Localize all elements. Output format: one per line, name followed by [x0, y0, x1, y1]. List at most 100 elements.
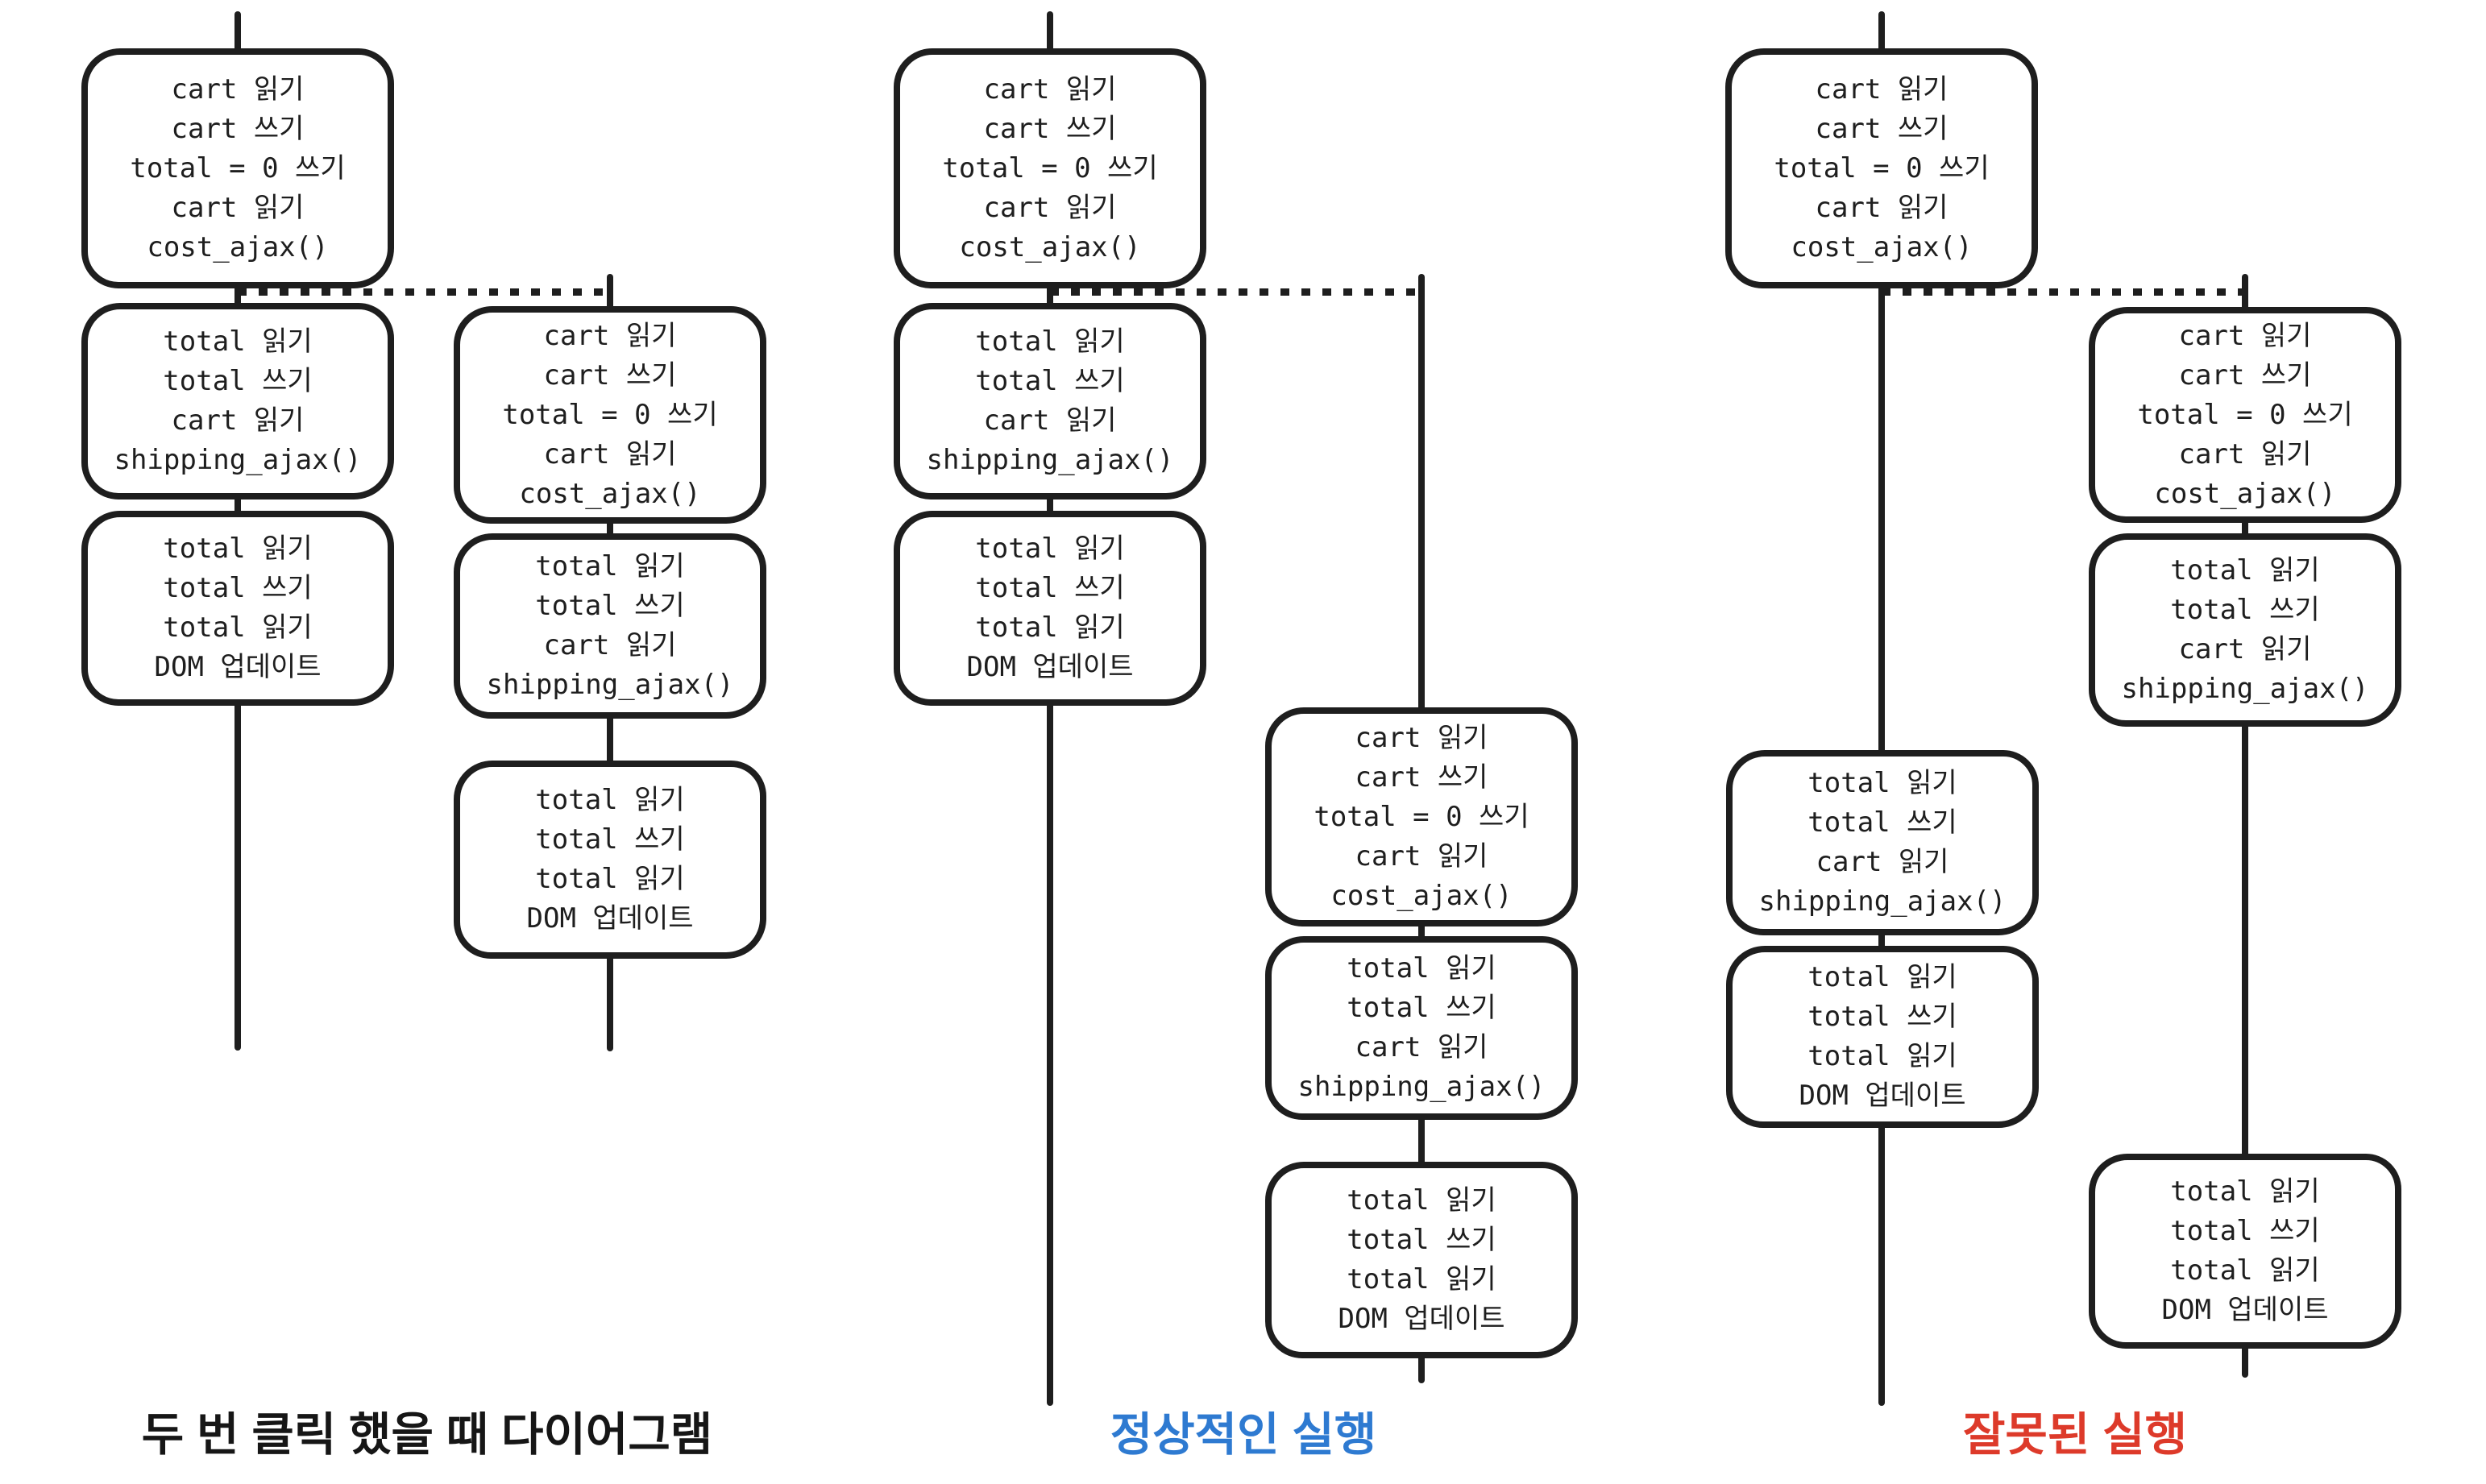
box-line: total 읽기 — [1807, 767, 1957, 799]
box-line: total 읽기 — [535, 550, 685, 582]
box-line: cost_ajax() — [1330, 879, 1513, 912]
box-line: total 쓰기 — [163, 572, 313, 604]
timeline-box: total 읽기 total 쓰기 total 읽기 DOM 업데이트 — [1726, 946, 2039, 1128]
timeline-line — [1047, 11, 1053, 1406]
box-line: cart 읽기 — [1355, 721, 1488, 754]
box-line: cart 쓰기 — [2178, 359, 2312, 392]
box-line: total = 0 쓰기 — [502, 398, 718, 431]
box-line: total = 0 쓰기 — [2137, 398, 2353, 431]
box-line: cart 읽기 — [171, 404, 305, 437]
timeline-box: total 읽기 total 쓰기 cart 읽기 shipping_ajax(… — [2089, 533, 2401, 727]
box-line: total 읽기 — [1347, 952, 1496, 984]
timeline-box: total 읽기 total 쓰기 cart 읽기 shipping_ajax(… — [1265, 936, 1578, 1120]
group-label: 두 번 클릭 했을 때 다이어그램 — [141, 1409, 713, 1461]
box-line: cart 읽기 — [1355, 839, 1488, 873]
box-line: cart 쓰기 — [1355, 761, 1488, 794]
box-line: cart 읽기 — [983, 404, 1117, 437]
timeline-box: total 읽기 total 쓰기 cart 읽기 shipping_ajax(… — [894, 303, 1206, 500]
box-line: cart 읽기 — [1816, 846, 1949, 878]
timeline-box: total 읽기 total 쓰기 cart 읽기 shipping_ajax(… — [1726, 750, 2039, 935]
timeline-box: total 읽기 total 쓰기 total 읽기 DOM 업데이트 — [894, 511, 1206, 706]
box-line: total 쓰기 — [163, 365, 313, 397]
box-line: total 쓰기 — [1347, 1224, 1496, 1256]
timeline-box: total 읽기 total 쓰기 total 읽기 DOM 업데이트 — [81, 511, 394, 706]
box-line: total 쓰기 — [1807, 806, 1957, 839]
timeline-box: total 읽기 total 쓰기 total 읽기 DOM 업데이트 — [2089, 1154, 2401, 1349]
box-line: DOM 업데이트 — [154, 651, 322, 683]
box-line: total 쓰기 — [1807, 1001, 1957, 1033]
box-line: shipping_ajax() — [1297, 1071, 1546, 1103]
box-line: total 읽기 — [2170, 1254, 2320, 1287]
box-line: cost_ajax() — [147, 230, 329, 263]
timeline-box: cart 읽기 cart 쓰기 total = 0 쓰기 cart 읽기 cos… — [894, 48, 1206, 288]
box-line: cost_ajax() — [1791, 230, 1973, 263]
box-line: cart 쓰기 — [983, 112, 1117, 145]
timeline-box: cart 읽기 cart 쓰기 total = 0 쓰기 cart 읽기 cos… — [454, 306, 766, 524]
group-label: 잘못된 실행 — [1962, 1409, 2188, 1461]
box-line: total 읽기 — [163, 325, 313, 358]
timeline-box: cart 읽기 cart 쓰기 total = 0 쓰기 cart 읽기 cos… — [81, 48, 394, 288]
box-line: cart 쓰기 — [171, 112, 305, 145]
box-line: cart 읽기 — [171, 191, 305, 224]
box-line: total 읽기 — [163, 611, 313, 644]
box-line: cost_ajax() — [519, 477, 701, 510]
box-line: total = 0 쓰기 — [1774, 151, 1990, 184]
box-line: cart 읽기 — [543, 319, 677, 352]
box-line: total 읽기 — [1347, 1263, 1496, 1295]
timeline-box: total 읽기 total 쓰기 cart 읽기 shipping_ajax(… — [81, 303, 394, 500]
box-line: total 읽기 — [975, 325, 1125, 358]
box-line: cart 읽기 — [983, 191, 1117, 224]
box-line: total 쓰기 — [1347, 992, 1496, 1024]
box-line: total 쓰기 — [535, 823, 685, 856]
box-line: total 읽기 — [535, 863, 685, 895]
box-line: total 쓰기 — [2170, 594, 2320, 626]
box-line: cart 읽기 — [1815, 73, 1949, 106]
box-line: total 쓰기 — [2170, 1215, 2320, 1247]
box-line: total = 0 쓰기 — [942, 151, 1158, 184]
box-line: cart 읽기 — [543, 629, 677, 661]
box-line: cost_ajax() — [2154, 477, 2336, 510]
box-line: total 읽기 — [163, 533, 313, 565]
box-line: total 쓰기 — [975, 572, 1125, 604]
box-line: total 읽기 — [975, 533, 1125, 565]
async-connector-dotted-line — [238, 288, 610, 296]
timeline-box: cart 읽기 cart 쓰기 total = 0 쓰기 cart 읽기 cos… — [2089, 307, 2401, 523]
box-line: cart 읽기 — [2178, 319, 2312, 352]
group-label: 정상적인 실행 — [1110, 1409, 1377, 1461]
timeline-box: cart 읽기 cart 쓰기 total = 0 쓰기 cart 읽기 cos… — [1265, 707, 1578, 926]
box-line: DOM 업데이트 — [1799, 1080, 1966, 1112]
async-connector-dotted-line — [1882, 288, 2245, 296]
box-line: total 읽기 — [1807, 961, 1957, 993]
box-line: shipping_ajax() — [114, 444, 362, 476]
box-line: cart 읽기 — [171, 73, 305, 106]
box-line: DOM 업데이트 — [2161, 1294, 2329, 1326]
box-line: total 읽기 — [1347, 1184, 1496, 1217]
timeline-line — [1878, 11, 1885, 1406]
async-connector-dotted-line — [1050, 288, 1421, 296]
box-line: DOM 업데이트 — [1338, 1303, 1505, 1335]
box-line: total 쓰기 — [975, 365, 1125, 397]
box-line: shipping_ajax() — [486, 669, 734, 701]
box-line: cart 읽기 — [2178, 437, 2312, 470]
box-line: total 읽기 — [1807, 1040, 1957, 1072]
box-line: shipping_ajax() — [926, 444, 1174, 476]
timeline-box: total 읽기 total 쓰기 total 읽기 DOM 업데이트 — [1265, 1162, 1578, 1358]
box-line: total = 0 쓰기 — [130, 151, 346, 184]
timeline-line — [2242, 274, 2248, 1378]
box-line: cart 쓰기 — [1815, 112, 1949, 145]
box-line: DOM 업데이트 — [526, 902, 694, 935]
timeline-box: total 읽기 total 쓰기 cart 읽기 shipping_ajax(… — [454, 533, 766, 719]
box-line: total = 0 쓰기 — [1314, 800, 1529, 833]
box-line: total 쓰기 — [535, 590, 685, 622]
box-line: cost_ajax() — [959, 230, 1141, 263]
box-line: cart 읽기 — [983, 73, 1117, 106]
box-line: cart 읽기 — [1815, 191, 1949, 224]
box-line: cart 쓰기 — [543, 359, 677, 392]
timeline-box: cart 읽기 cart 쓰기 total = 0 쓰기 cart 읽기 cos… — [1725, 48, 2038, 288]
box-line: shipping_ajax() — [2121, 673, 2369, 705]
box-line: cart 읽기 — [2178, 633, 2312, 665]
